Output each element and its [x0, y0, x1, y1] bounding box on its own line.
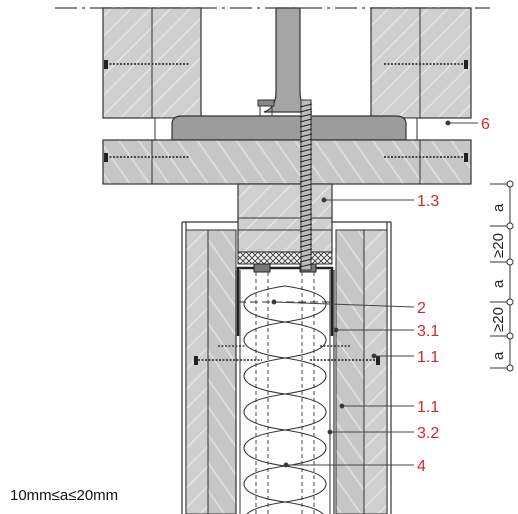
- lower-wall-section: [181, 221, 392, 514]
- callout-4: 4: [417, 458, 426, 475]
- callout-1-1-upper: 1.1: [417, 349, 439, 366]
- callout-labels: 6 1.3 2 3.1 1.1 1.1 3.2 4: [417, 116, 490, 475]
- connector-block: [237, 183, 333, 265]
- dim-label-3: a: [490, 279, 507, 288]
- callout-1-1-lower: 1.1: [417, 399, 439, 416]
- threaded-rod: [299, 99, 313, 271]
- dimension-chain: [490, 180, 514, 372]
- callout-2: 2: [417, 300, 426, 317]
- callout-leaders: [271, 120, 478, 468]
- callout-6: 6: [481, 116, 490, 133]
- callout-3-1: 3.1: [417, 323, 439, 340]
- tolerance-note: 10mm≤a≤20mm: [10, 487, 118, 504]
- callout-3-2: 3.2: [417, 425, 439, 442]
- dim-label-2: ≥20: [490, 233, 507, 258]
- dim-label-1: a: [490, 203, 507, 212]
- dimension-labels: a ≥20 a ≥20 a: [490, 203, 507, 360]
- dim-label-4: ≥20: [490, 307, 507, 332]
- dim-label-5: a: [490, 351, 507, 360]
- callout-1-3: 1.3: [417, 193, 439, 210]
- upper-beam-assembly: [102, 7, 472, 185]
